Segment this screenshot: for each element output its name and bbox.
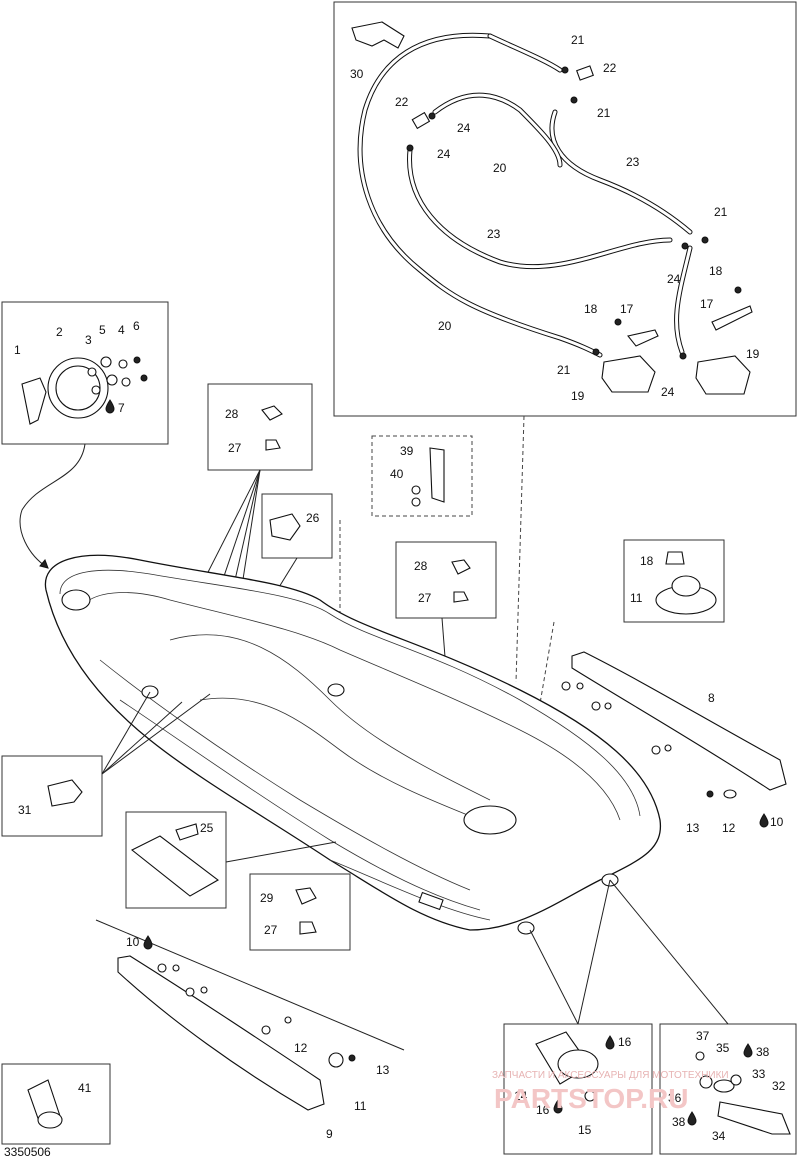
svg-text:6: 6 [133,319,140,333]
svg-text:39: 39 [400,444,414,458]
svg-text:36: 36 [668,1091,682,1105]
svg-text:27: 27 [264,923,278,937]
svg-text:7: 7 [118,401,125,415]
svg-text:22: 22 [395,95,409,109]
svg-text:24: 24 [457,121,471,135]
callout-10-right: 10 [770,815,784,829]
svg-text:22: 22 [603,61,617,75]
svg-text:3: 3 [85,333,92,347]
svg-text:21: 21 [571,33,585,47]
svg-text:41: 41 [78,1081,92,1095]
svg-text:30: 30 [350,67,364,81]
svg-text:14: 14 [514,1089,528,1103]
svg-text:13: 13 [376,1063,390,1077]
svg-text:21: 21 [714,205,728,219]
svg-text:24: 24 [661,385,675,399]
svg-text:31: 31 [18,803,32,817]
svg-text:11: 11 [630,591,643,605]
svg-text:15: 15 [578,1123,592,1137]
svg-text:28: 28 [414,559,428,573]
vent-19-right [695,355,751,395]
svg-text:13: 13 [686,821,700,835]
svg-text:12: 12 [294,1041,308,1055]
inspection-cover-box: 1 2 3 5 4 6 7 [1,301,169,569]
fittings [406,65,742,360]
drain-valve-box-32-38: 37 35 38 33 32 36 38 34 [609,879,797,1155]
bracket-17-right [711,305,753,331]
watermark-caption: ЗАПЧАСТИ И АКСЕССУАРЫ ДЛЯ МОТОТЕХНИКИ [492,1070,729,1081]
svg-text:20: 20 [493,161,507,175]
svg-text:24: 24 [437,147,451,161]
svg-text:40: 40 [390,467,404,481]
clip-box-27-29: 29 27 [249,873,351,951]
svg-text:24: 24 [667,272,681,286]
svg-text:21: 21 [597,106,611,120]
svg-text:26: 26 [306,511,320,525]
svg-text:17: 17 [700,297,714,311]
svg-text:5: 5 [99,323,106,337]
svg-text:27: 27 [228,441,242,455]
clip-box-27-28-mid: 28 27 [395,541,497,801]
svg-text:29: 29 [260,891,274,905]
drain-plug-box-14-16: 16 14 16 15 [503,879,653,1155]
svg-text:4: 4 [118,323,125,337]
svg-text:28: 28 [225,407,239,421]
fastener-box-25: 25 [125,811,337,909]
svg-text:37: 37 [696,1029,710,1043]
hose-assembly-box: 30 21 22 21 22 24 24 20 23 21 23 24 18 2… [333,1,797,683]
drain-box-11-18: 18 11 [519,539,725,821]
drawing-number: 3350506 [4,1145,51,1159]
watermark-logo: PARTSTOP.RU [494,1083,688,1114]
svg-text:9: 9 [326,1127,333,1141]
callout-10-left: 10 [126,935,140,949]
svg-text:18: 18 [584,302,598,316]
vent-19-left [601,355,656,393]
svg-text:23: 23 [487,227,501,241]
watermark: ЗАПЧАСТИ И АКСЕССУАРЫ ДЛЯ МОТОТЕХНИКИ PA… [492,1070,729,1114]
svg-text:19: 19 [571,389,585,403]
svg-text:33: 33 [752,1067,766,1081]
callout-38a: 38 [756,1045,770,1059]
svg-text:11: 11 [354,1099,367,1113]
svg-text:23: 23 [626,155,640,169]
callout-16a: 16 [618,1035,632,1049]
clip-box-27-28: 28 27 [147,383,313,701]
svg-text:1: 1 [14,343,21,357]
hull [44,554,662,935]
svg-text:18: 18 [640,554,654,568]
gunwale-rail-9: 10 12 13 11 9 [95,919,405,1141]
svg-text:20: 20 [438,319,452,333]
svg-text:8: 8 [708,691,715,705]
sleeve-box-41: 41 [1,1063,111,1145]
svg-text:27: 27 [418,591,432,605]
gunwale-rail-8: 8 13 12 10 [561,651,787,835]
svg-text:21: 21 [557,363,571,377]
bracket-box-39-40: 39 40 [339,435,473,690]
svg-text:35: 35 [716,1041,730,1055]
clamp-box-31: 31 [1,691,211,837]
svg-text:18: 18 [709,264,723,278]
svg-text:19: 19 [746,347,760,361]
bracket-17-left [627,329,659,347]
svg-text:34: 34 [712,1129,726,1143]
callout-16b: 16 [536,1103,550,1117]
svg-text:17: 17 [620,302,634,316]
vent-cap-30 [351,21,405,49]
cover-handle-1 [21,377,47,425]
callout-38b: 38 [672,1115,686,1129]
svg-text:2: 2 [56,325,63,339]
svg-text:12: 12 [722,821,736,835]
svg-text:32: 32 [772,1079,786,1093]
svg-text:25: 25 [200,821,214,835]
